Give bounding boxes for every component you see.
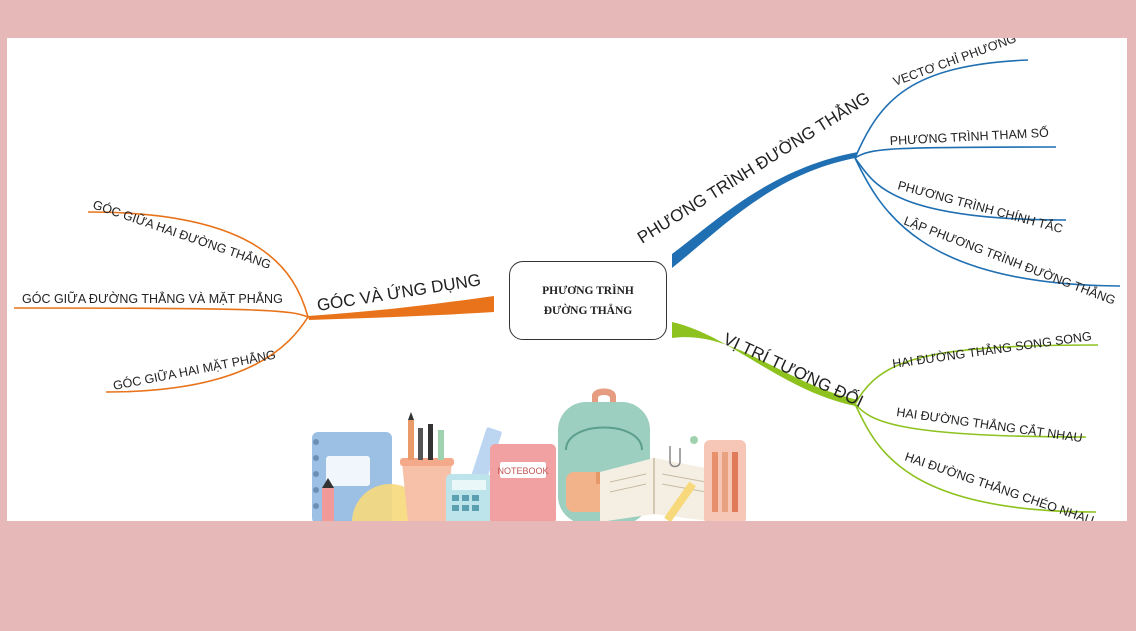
pencil-cup-icon bbox=[402, 462, 452, 521]
marker-icon bbox=[322, 488, 334, 521]
notebook-label: NOTEBOOK bbox=[497, 466, 548, 476]
leaf-direction-vector: VECTƠ CHỈ PHƯƠNG bbox=[891, 38, 1018, 89]
branch-connector-angles bbox=[308, 296, 494, 320]
mindmap-canvas: PHƯƠNG TRÌNH ĐƯỜNG THẲNG VECTƠ CHỈ PHƯƠN… bbox=[7, 38, 1127, 521]
central-topic-line-2: ĐƯỜNG THẲNG bbox=[543, 304, 633, 317]
central-topic: PHƯƠNG TRÌNH ĐƯỜNG THẲNG bbox=[509, 261, 667, 340]
leaf-angle-line-plane: GÓC GIỮA ĐƯỜNG THẲNG VÀ MẶT PHẲNG bbox=[22, 291, 283, 306]
leaf-parallel-lines: HAI ĐƯỜNG THẲNG SONG SONG bbox=[891, 328, 1092, 371]
leaf-intersecting-lines: HAI ĐƯỜNG THẲNG CẮT NHAU bbox=[896, 404, 1084, 445]
central-topic-line-1: PHƯƠNG TRÌNH bbox=[542, 284, 634, 297]
pin-icon bbox=[690, 436, 698, 444]
branch-connector-relative-position bbox=[672, 322, 858, 406]
mindmap-svg: PHƯƠNG TRÌNH ĐƯỜNG THẲNG VECTƠ CHỈ PHƯƠN… bbox=[13, 38, 1121, 521]
open-book-icon bbox=[600, 458, 716, 521]
leaf-lines-angles bbox=[13, 211, 309, 393]
leaf-lines-equation bbox=[854, 59, 1121, 287]
leaf-angle-two-lines: GÓC GIỮA HAI ĐƯỜNG THẲNG bbox=[91, 197, 273, 272]
paper-clip-icon bbox=[669, 446, 681, 468]
leaf-build-equation: LẬP PHƯƠNG TRÌNH ĐƯỜNG THẲNG bbox=[902, 213, 1118, 308]
ruler-icon bbox=[470, 427, 502, 485]
pen-icon bbox=[664, 481, 696, 521]
branch-label-relative-position: VỊ TRÍ TƯƠNG ĐỐI bbox=[720, 328, 866, 410]
school-supplies-illustration: NOTEBOOK bbox=[312, 388, 746, 521]
leaf-angle-two-planes: GÓC GIỮA HAI MẶT PHẲNG bbox=[112, 347, 277, 393]
leaf-lines-relative-position bbox=[854, 344, 1099, 513]
leaf-parametric-equation: PHƯƠNG TRÌNH THAM SỐ bbox=[889, 125, 1049, 148]
notebook-icon bbox=[490, 444, 556, 521]
branch-label-equation: PHƯƠNG TRÌNH ĐƯỜNG THẲNG bbox=[634, 88, 873, 247]
